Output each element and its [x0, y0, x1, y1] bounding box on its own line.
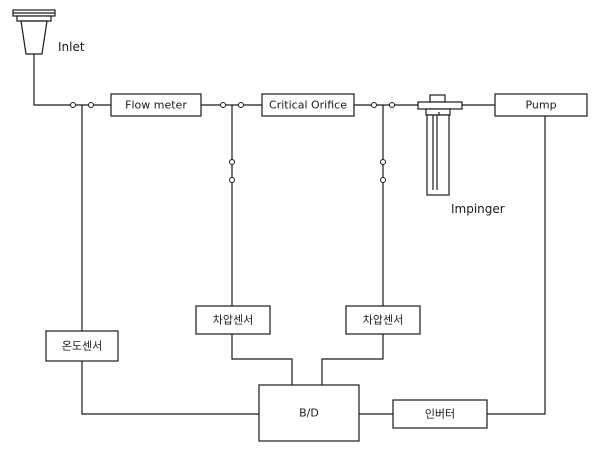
node-circle [380, 177, 386, 183]
bd-label: B/D [299, 406, 319, 420]
node-circle [389, 102, 395, 108]
flow-meter-box [110, 93, 202, 117]
connection-nodes [70, 102, 395, 183]
temp-sensor-label: 온도센서 [61, 339, 103, 353]
dp-right-to-bd-line [321, 334, 384, 385]
pump-to-inverter-line [487, 116, 546, 415]
node-circle [229, 177, 235, 183]
node-circle [70, 102, 76, 108]
impinger-label: Impinger [451, 202, 505, 216]
inlet-icon [12, 9, 56, 58]
temp-sensor-box [45, 330, 119, 362]
node-circle [220, 102, 226, 108]
dp-left-to-bd-line [231, 334, 293, 385]
pump-box [494, 93, 588, 117]
node-circle [371, 102, 377, 108]
pump-label: Pump [525, 98, 557, 112]
temp-sensor-to-bd-line [81, 361, 259, 415]
inlet-pipe [33, 58, 111, 106]
node-circle [238, 102, 244, 108]
dp-sensor-right-label: 차압센서 [362, 313, 404, 327]
critical-orifice-box [261, 93, 355, 117]
dp-sensor-right-box [345, 305, 421, 335]
inverter-box [392, 399, 488, 429]
bd-box [258, 384, 360, 442]
inverter-label: 인버터 [424, 407, 456, 421]
dp-sensor-left-label: 차압센서 [212, 313, 254, 327]
dp-sensor-left-box [195, 305, 271, 335]
inlet-label: Inlet [58, 40, 85, 54]
node-circle [229, 159, 235, 165]
critical-orifice-label: Critical Orifice [269, 98, 347, 112]
node-circle [380, 159, 386, 165]
node-circle [88, 102, 94, 108]
impinger-icon [417, 94, 463, 196]
flow-meter-label: Flow meter [125, 98, 187, 112]
